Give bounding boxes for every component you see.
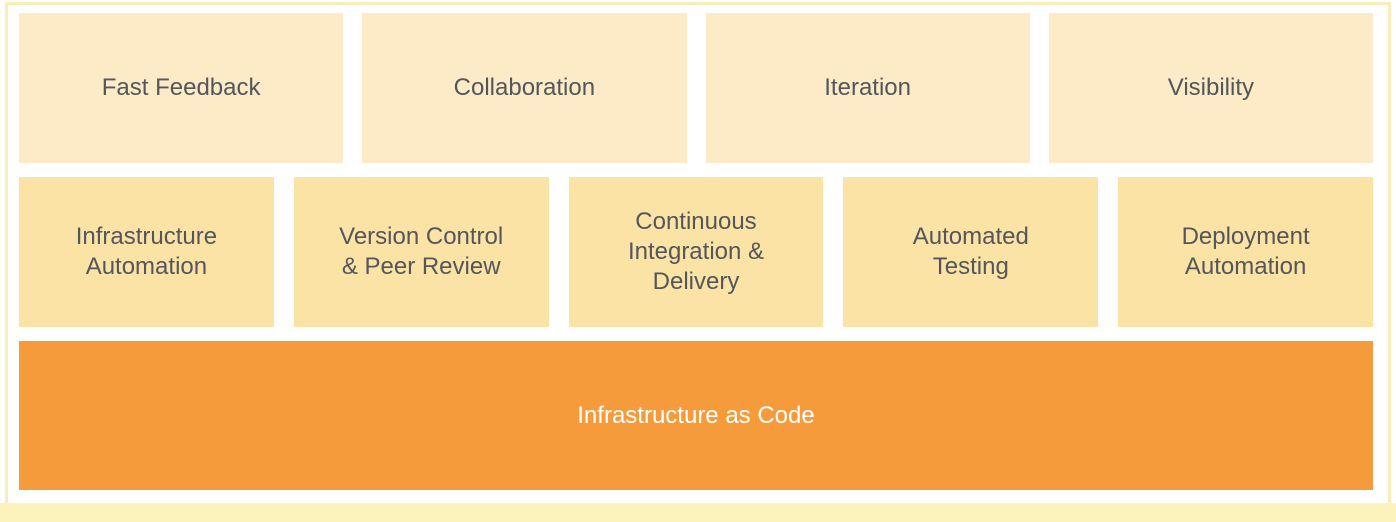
practice-box-continuous-integration-delivery: Continuous Integration & Delivery — [568, 177, 824, 327]
practice-box-deployment-automation: Deployment Automation — [1118, 177, 1373, 327]
benefit-box-fast-feedback: Fast Feedback — [19, 13, 344, 163]
benefit-label: Collaboration — [453, 74, 596, 101]
benefit-label: Iteration — [824, 74, 911, 101]
practice-label: Continuous Integration & Delivery — [627, 208, 765, 295]
benefit-label: Visibility — [1167, 74, 1254, 101]
benefit-box-collaboration: Collaboration — [362, 13, 687, 163]
practice-label: Version Control & Peer Review — [339, 223, 504, 280]
foundation-label: Infrastructure as Code — [577, 401, 815, 429]
bottom-strip — [0, 503, 1396, 522]
practice-label: Deployment Automation — [1181, 223, 1310, 280]
diagram-content: Fast Feedback Collaboration Iteration Vi… — [19, 13, 1373, 490]
foundation-bar-infrastructure-as-code: Infrastructure as Code — [19, 341, 1373, 490]
practice-label: Automated Testing — [912, 223, 1029, 280]
practice-label: Infrastructure Automation — [75, 223, 218, 280]
practice-box-automated-testing: Automated Testing — [843, 177, 1099, 327]
benefit-box-iteration: Iteration — [705, 13, 1030, 163]
practice-box-infrastructure-automation: Infrastructure Automation — [19, 177, 274, 327]
practices-row: Infrastructure Automation Version Contro… — [19, 177, 1373, 327]
benefits-row: Fast Feedback Collaboration Iteration Vi… — [19, 13, 1373, 163]
benefit-box-visibility: Visibility — [1048, 13, 1373, 163]
benefit-label: Fast Feedback — [101, 74, 261, 101]
practice-box-version-control-peer-review: Version Control & Peer Review — [293, 177, 549, 327]
